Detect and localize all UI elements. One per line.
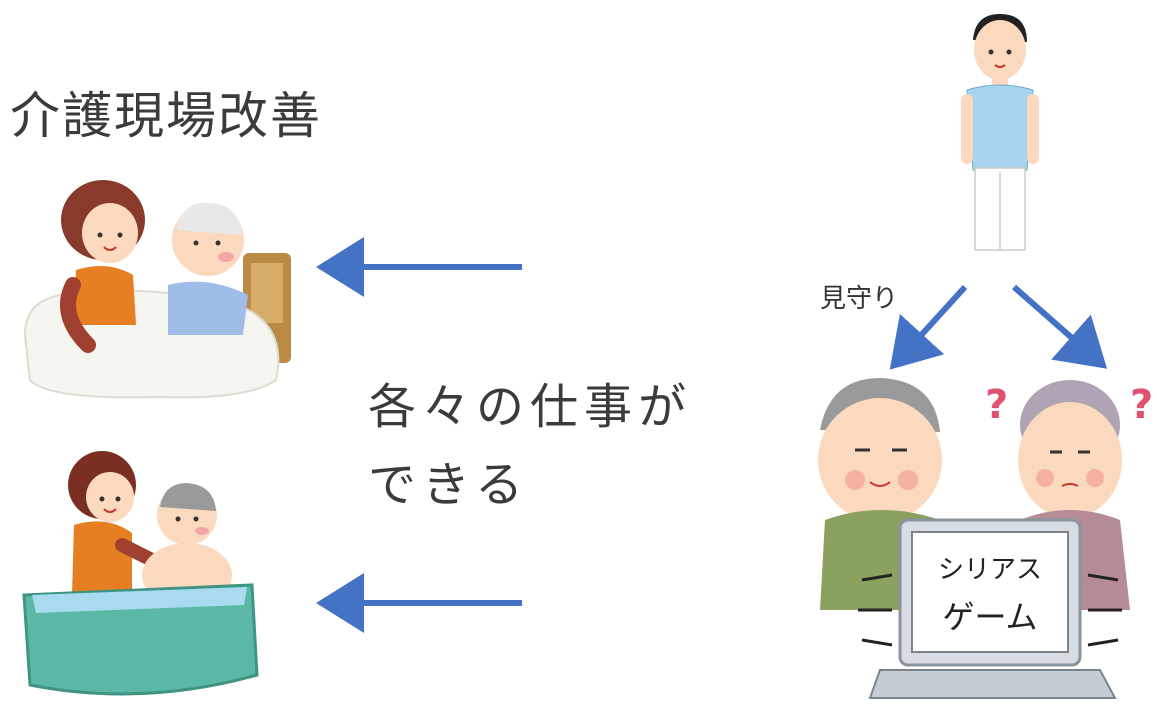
arrow-down-left: [889, 284, 968, 370]
bath-care-illustration: [22, 451, 259, 696]
center-caption-line-2: できる: [368, 457, 530, 513]
elderly-laptop-illustration: シリアス ゲーム ? ?: [818, 378, 1153, 699]
question-mark-left: ?: [985, 382, 1008, 428]
watch-label: 見守り: [820, 284, 899, 314]
bed-care-illustration: [24, 180, 291, 399]
question-mark-right: ?: [1130, 382, 1153, 428]
laptop-screen-line-2: ゲーム: [942, 598, 1037, 636]
standing-caregiver-illustration: [961, 14, 1039, 251]
laptop-screen-line-1: シリアス: [938, 555, 1042, 585]
arrow-down-right: [1012, 284, 1108, 369]
page-title: 介護現場改善: [10, 87, 322, 145]
center-caption-line-1: 各々の仕事が: [368, 379, 693, 435]
center-caption: 各々の仕事が できる: [368, 368, 692, 524]
